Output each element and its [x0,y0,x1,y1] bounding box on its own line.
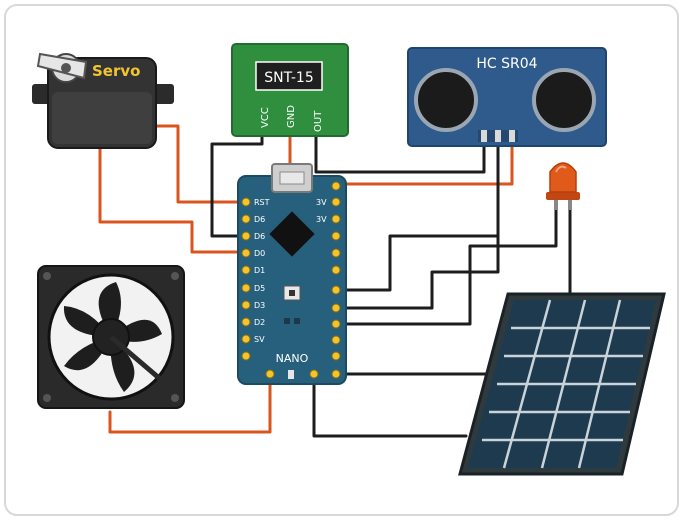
sensor-pin-vcc: VCC [260,107,271,128]
pin-label-d5: D5 [254,284,265,293]
microcontroller-chip [269,211,315,257]
pin-label-d3: D3 [254,301,265,310]
left-pin-header [241,197,251,361]
sensor-pin-gnd: GND [286,105,297,128]
nano-board: RST D6 D6 D0 D1 D5 D3 D2 SV 3V 3V NANO [237,163,347,385]
ultrasonic-left-eye [414,68,478,132]
board-label: NANO [276,352,309,365]
servo-label: Servo [92,62,140,80]
wire-ultrasonic-right1 [334,138,500,292]
cooling-fan-icon [37,265,185,409]
pin-label-d0: D0 [254,249,265,258]
pin-label-3v-a: 3V [316,198,327,207]
wire-fan-board [108,372,272,434]
wire-ultrasonic-right2 [334,234,500,310]
right-pin-header [331,181,341,379]
pin-label-d1: D1 [254,266,265,275]
sensor-pin-out: OUT [313,110,324,132]
wire-board-solar [312,372,468,438]
pin-label-d6b: D6 [254,232,265,241]
wire-out-ultrasonic [314,132,486,174]
sensor-module: SNT-15 VCC GND OUT [231,43,349,137]
wire-ultrasonic-3v [334,138,514,186]
wire-servo-d0 [98,146,247,254]
pin-label-sv: SV [254,335,265,344]
sensor-label: SNT-15 [264,70,314,86]
servo-motor-icon: Servo [32,52,174,149]
ultrasonic-label: HC SR04 [476,56,537,72]
bottom-pin-header [265,369,319,379]
led-icon [546,162,580,210]
pin-label-d2: D2 [254,318,265,327]
pin-label-rst: RST [254,198,270,207]
ultrasonic-sensor: HC SR04 [407,47,607,147]
wire-vcc-d6 [210,134,264,238]
solar-panel-icon [458,292,666,476]
ultrasonic-right-eye [532,68,596,132]
pin-label-d6a: D6 [254,215,265,224]
pin-label-3v-b: 3V [316,215,327,224]
wire-led-right [334,206,558,326]
